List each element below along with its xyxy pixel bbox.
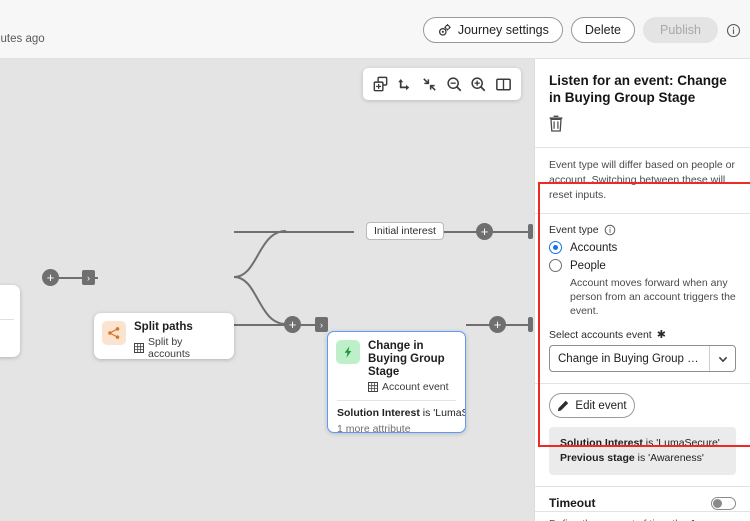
branch-arrow-icon[interactable]: [395, 75, 414, 94]
panel-divider: [535, 486, 750, 487]
node-event-subtitle: Account event: [382, 381, 449, 393]
node-event-more-attributes[interactable]: 1 more attribute: [337, 423, 411, 435]
grid-icon: [368, 382, 378, 392]
panel-divider: [535, 383, 750, 384]
panel-divider: [535, 147, 750, 148]
fit-to-screen-icon[interactable]: [420, 75, 439, 94]
journey-settings-label: Journey settings: [457, 23, 549, 37]
map-overview-icon[interactable]: [494, 75, 513, 94]
duplicate-icon[interactable]: [371, 75, 390, 94]
journey-settings-button[interactable]: Journey settings: [422, 17, 563, 43]
edge-label-initial-interest[interactable]: Initial interest: [366, 222, 444, 240]
radio-people-help: Account moves forward when any person fr…: [570, 277, 736, 317]
info-icon[interactable]: [604, 224, 616, 236]
summary-line-2: Previous stage is 'Awareness': [560, 451, 725, 466]
node-event-subtitle-row: Account event: [368, 381, 457, 393]
timeout-group: Timeout Define the amount of time the Jo…: [535, 487, 750, 521]
required-marker: ✱: [656, 329, 666, 341]
node-event-attribute-value: is 'LumaSec…: [422, 407, 465, 419]
panel-delete-action[interactable]: [535, 106, 750, 147]
node-event-text: Change in Buying Group Stage Account eve…: [368, 340, 457, 393]
select-accounts-event-value: Change in Buying Group Stage: [558, 352, 709, 365]
trash-icon[interactable]: [548, 115, 564, 132]
node-split-paths-subtitle: Split by accounts: [148, 336, 191, 360]
select-event-label: Select accounts event: [549, 328, 652, 341]
summary-line-1: Solution Interest is 'LumaSecure': [560, 436, 725, 451]
zoom-in-icon[interactable]: [469, 75, 488, 94]
node-split-paths-content: Split paths Split by accounts: [94, 313, 234, 360]
event-details-group: Edit event Solution Interest is 'LumaSec…: [535, 393, 750, 475]
panel-divider: [535, 213, 750, 214]
panel-title: Listen for an event: Change in Buying Gr…: [549, 73, 727, 105]
node-change-in-buying-group-stage[interactable]: Change in Buying Group Stage Account eve…: [327, 331, 466, 435]
summary-line-1-name: Solution Interest: [560, 437, 643, 449]
node-split-paths[interactable]: Split paths Split by accounts: [94, 313, 234, 360]
panel-divider: [535, 511, 750, 512]
edge-endpoint-bottom: [528, 317, 533, 332]
previous-node-partial[interactable]: [0, 285, 20, 357]
node-divider: [337, 400, 456, 401]
edit-event-button[interactable]: Edit event: [549, 393, 635, 418]
edge-split-to-event: [234, 324, 327, 326]
panel-note: Event type will differ based on people o…: [549, 159, 736, 201]
delete-label: Delete: [584, 23, 621, 37]
info-icon[interactable]: [726, 23, 741, 38]
event-type-label: Event type: [549, 224, 599, 236]
edit-event-label: Edit event: [575, 399, 627, 412]
node-event-title: Change in Buying Group Stage: [368, 340, 445, 378]
node-event-attribute: Solution Interest is 'LumaSec…: [328, 401, 465, 420]
summary-line-2-value: is 'Awareness': [634, 452, 704, 464]
radio-people[interactable]: [549, 259, 562, 272]
node-split-paths-title: Split paths: [134, 321, 193, 333]
journey-canvas[interactable]: + › Split paths: [0, 59, 534, 521]
radio-accounts-label: Accounts: [570, 241, 618, 254]
select-event-label-row: Select accounts event ✱: [535, 328, 750, 342]
radio-option-accounts[interactable]: Accounts: [535, 236, 750, 254]
timeout-label: Timeout: [549, 496, 596, 510]
gear-icon: [438, 23, 451, 36]
grid-icon: [134, 343, 144, 353]
last-saved-timestamp: minutes ago: [0, 33, 45, 45]
event-condition-summary: Solution Interest is 'LumaSecure' Previo…: [549, 427, 736, 475]
delete-button[interactable]: Delete: [570, 17, 635, 43]
select-event-group: Select accounts event ✱ Change in Buying…: [535, 318, 750, 372]
edge-partial-to-split: [58, 277, 98, 279]
top-toolbar: minutes ago Journey settings Delete Pu: [0, 0, 750, 59]
radio-option-people[interactable]: People: [535, 254, 750, 272]
publish-button: Publish: [643, 17, 718, 43]
add-step-button-top[interactable]: +: [476, 223, 493, 240]
pencil-icon: [558, 400, 569, 411]
split-branch-curves: [233, 230, 287, 325]
timeout-note: Define the amount of time the Journey wi…: [535, 510, 750, 521]
add-step-button-bottom[interactable]: +: [284, 316, 301, 333]
expand-chevron-2[interactable]: ›: [315, 317, 328, 332]
select-accounts-event-dropdown[interactable]: Change in Buying Group Stage: [549, 345, 736, 372]
canvas-toolbar: [363, 68, 521, 100]
zoom-out-icon[interactable]: [445, 75, 464, 94]
edge-endpoint-top: [528, 224, 533, 239]
top-toolbar-actions: Journey settings Delete Publish: [422, 17, 741, 43]
publish-label: Publish: [660, 23, 701, 37]
summary-line-2-name: Previous stage: [560, 452, 635, 464]
split-paths-icon: [102, 321, 126, 345]
radio-people-label: People: [570, 259, 606, 272]
chevron-down-icon[interactable]: [709, 346, 735, 371]
event-config-panel: Listen for an event: Change in Buying Gr…: [534, 59, 750, 521]
timeout-row: Timeout: [535, 487, 750, 510]
node-event-content: Change in Buying Group Stage Account eve…: [328, 332, 465, 393]
node-split-paths-subtitle-row: Split by accounts: [134, 336, 226, 360]
node-event-attribute-name: Solution Interest: [337, 407, 420, 419]
event-type-group: Event type Accounts People Account moves…: [535, 214, 750, 318]
radio-accounts[interactable]: [549, 241, 562, 254]
lightning-bolt-icon: [336, 340, 360, 364]
expand-chevron-1[interactable]: ›: [82, 270, 95, 285]
add-step-button-1[interactable]: +: [42, 269, 59, 286]
timeout-toggle[interactable]: [711, 496, 736, 510]
add-step-button-after-event[interactable]: +: [489, 316, 506, 333]
node-split-paths-text: Split paths Split by accounts: [134, 321, 226, 360]
edge-split-to-branch-top: [234, 231, 354, 233]
node-divider: [0, 319, 14, 320]
summary-line-1-value: is 'LumaSecure': [642, 437, 720, 449]
event-type-label-row: Event type: [535, 224, 750, 236]
